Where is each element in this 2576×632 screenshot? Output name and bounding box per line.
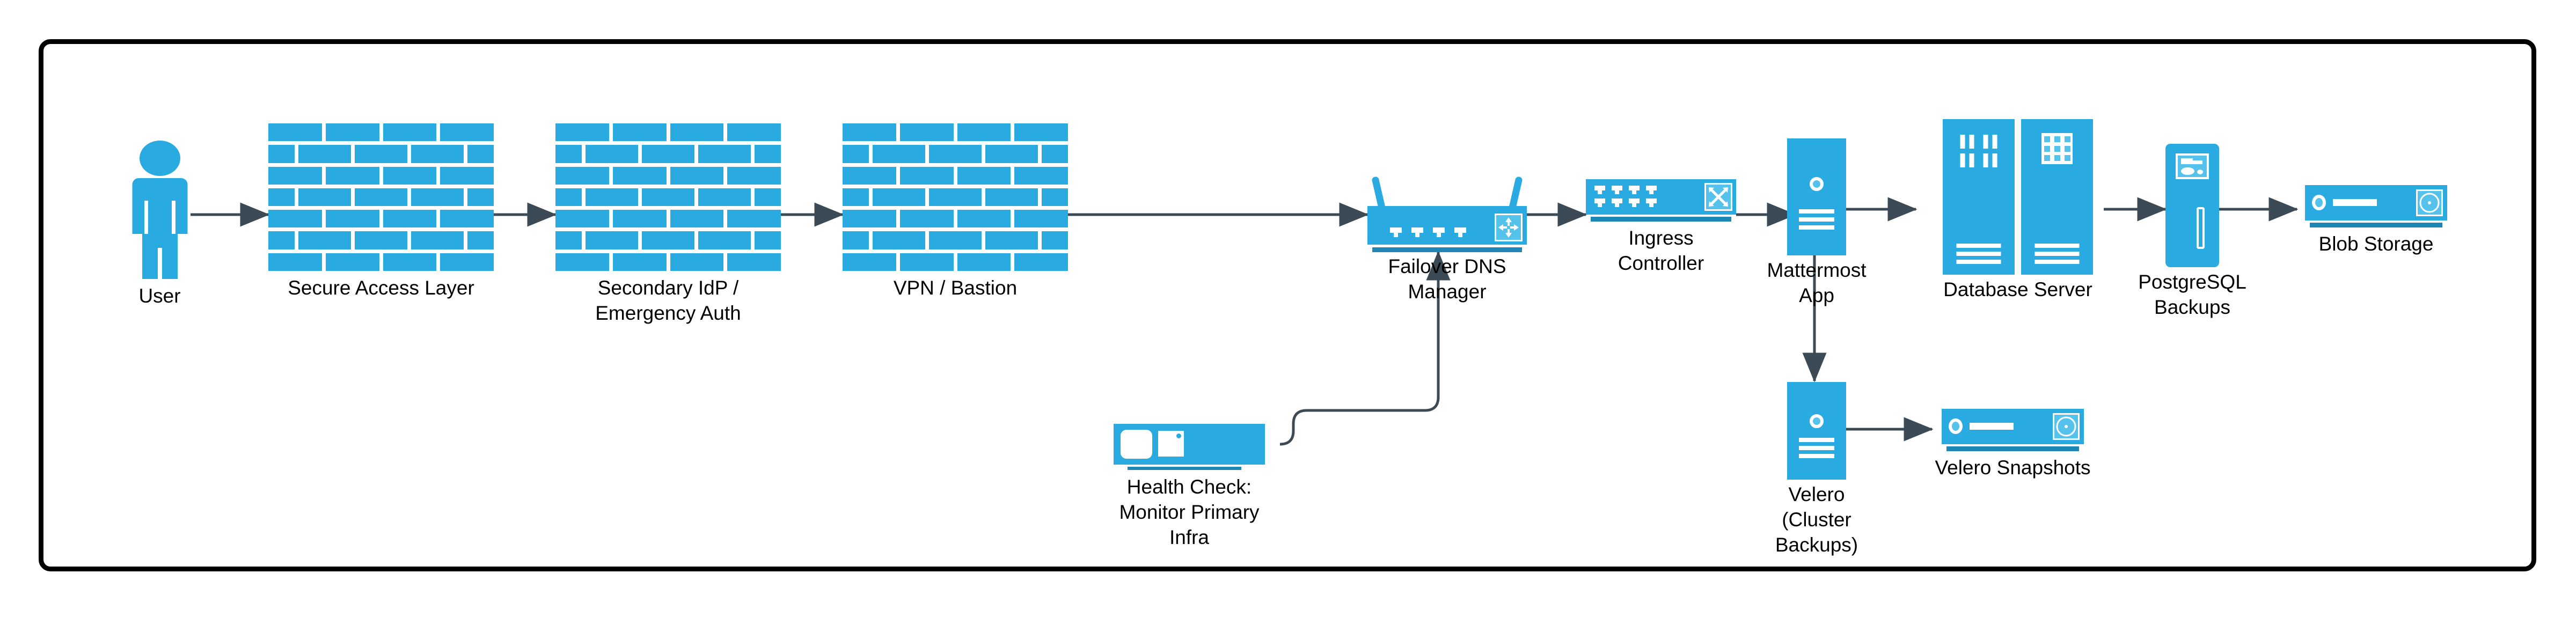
node-vpn-bastion-label: VPN / Bastion xyxy=(893,277,1018,299)
server-tower-icon xyxy=(1787,138,1846,255)
db-tower-left xyxy=(1943,119,2015,275)
node-velero-snapshots-label: Velero Snapshots xyxy=(1935,457,2091,479)
node-velero-snapshots[interactable]: Velero Snapshots xyxy=(1935,409,2091,479)
node-database-server-label: Database Server xyxy=(1943,278,2092,300)
database-server-icon xyxy=(1943,119,2093,275)
node-vpn-bastion[interactable]: VPN / Bastion xyxy=(843,123,1068,299)
firewall-brick-wall-icon xyxy=(268,123,494,271)
node-blob-storage-label: Blob Storage xyxy=(2318,233,2434,255)
node-velero-label: Velero (Cluster Backups) xyxy=(1775,483,1858,556)
node-ingress-controller-label: Ingress Controller xyxy=(1618,227,1704,274)
node-secure-access-layer-label: Secure Access Layer xyxy=(288,277,474,299)
switch-crossover-badge-icon xyxy=(1704,183,1732,211)
power-indicator-icon xyxy=(1949,418,1963,434)
node-postgresql-backups[interactable]: PostgreSQL Backups xyxy=(2138,144,2246,318)
disk-platter-badge-icon xyxy=(2416,189,2443,216)
power-indicator-icon xyxy=(2312,195,2326,210)
node-mattermost-app[interactable]: Mattermost App xyxy=(1767,138,1867,306)
node-user[interactable]: User xyxy=(129,141,191,307)
node-secure-access-layer[interactable]: Secure Access Layer xyxy=(268,123,494,299)
power-button-icon xyxy=(1810,414,1824,429)
node-health-check[interactable]: Health Check: Monitor Primary Infra xyxy=(1114,424,1265,548)
monitor-screen-icon xyxy=(1114,424,1265,471)
node-velero[interactable]: Velero (Cluster Backups) xyxy=(1775,382,1858,556)
network-switch-icon xyxy=(1586,179,1736,222)
storage-disk-icon xyxy=(2305,185,2447,228)
node-mattermost-app-label: Mattermost App xyxy=(1767,259,1867,306)
router-icon xyxy=(1367,144,1527,252)
node-database-server[interactable]: Database Server xyxy=(1943,119,2093,300)
firewall-brick-wall-icon xyxy=(555,123,781,271)
diagram-boundary-frame xyxy=(39,39,2536,571)
node-failover-dns-manager-label: Failover DNS Manager xyxy=(1388,255,1506,303)
firewall-brick-wall-icon xyxy=(843,123,1068,271)
power-button-icon xyxy=(1810,177,1824,191)
storage-disk-icon xyxy=(1942,409,2084,452)
router-direction-badge-icon xyxy=(1495,214,1523,241)
server-tower-icon xyxy=(1787,382,1846,480)
node-user-label: User xyxy=(138,285,181,307)
node-ingress-controller[interactable]: Ingress Controller xyxy=(1586,179,1736,274)
node-failover-dns-manager[interactable]: Failover DNS Manager xyxy=(1367,144,1527,303)
person-icon xyxy=(129,141,191,279)
backup-tower-icon xyxy=(2165,144,2219,267)
node-secondary-idp[interactable]: Secondary IdP / Emergency Auth xyxy=(555,123,781,324)
node-secondary-idp-label: Secondary IdP / Emergency Auth xyxy=(595,277,741,324)
backup-screen-icon xyxy=(2176,153,2209,180)
node-postgresql-backups-label: PostgreSQL Backups xyxy=(2138,271,2246,318)
node-blob-storage[interactable]: Blob Storage xyxy=(2305,185,2447,255)
disk-platter-badge-icon xyxy=(2053,413,2080,440)
node-health-check-label: Health Check: Monitor Primary Infra xyxy=(1119,476,1260,548)
db-tower-right xyxy=(2021,119,2093,275)
